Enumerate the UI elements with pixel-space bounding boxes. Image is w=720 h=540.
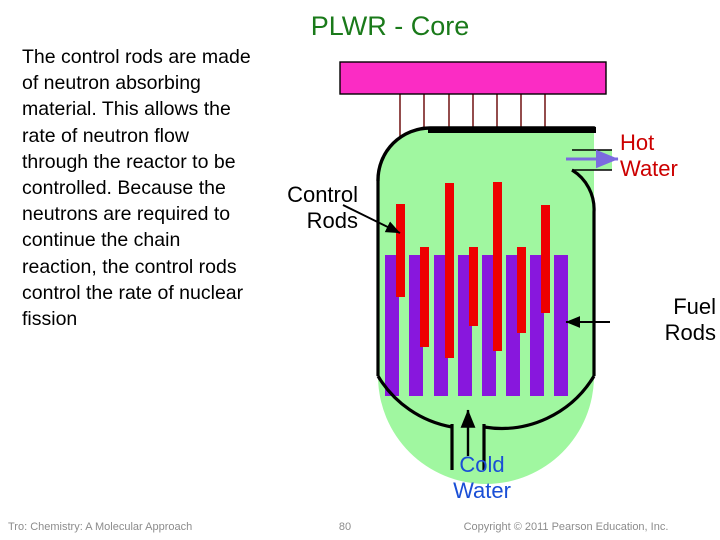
control-rod: [517, 247, 526, 333]
vessel-outline-bottom-left: [376, 375, 453, 429]
label-fuel-rods: Fuel Rods: [664, 294, 716, 345]
control-rod: [420, 247, 429, 347]
vessel-outline-bottom-right: [483, 375, 596, 431]
control-rod: [493, 182, 502, 351]
vessel-outline-right: [571, 168, 596, 376]
page-title: PLWR - Core: [310, 11, 470, 41]
control-rod-group: [396, 182, 550, 358]
vessel-outline-top: [376, 126, 596, 182]
control-rod: [541, 205, 550, 313]
footer-source-citation: Tro: Chemistry: A Molecular Approach: [8, 521, 193, 533]
control-rod-drive-lines: [399, 92, 546, 358]
fuel-rod: [458, 255, 472, 396]
fuel-rod-group: [385, 255, 568, 396]
fuel-rod: [482, 255, 496, 396]
fuel-rod: [530, 255, 544, 396]
control-rod: [445, 183, 454, 358]
hot-water-outlet-nozzle: [570, 150, 612, 170]
vessel-head-plate: [428, 127, 596, 133]
label-cold-water: Cold Water: [453, 452, 511, 503]
hot-water-nozzle-outline: [572, 149, 612, 171]
vessel-coolant-fill: [378, 128, 608, 484]
body-paragraph: The control rods are made of neutron abs…: [22, 46, 251, 331]
control-rod-drive-mechanism: [339, 61, 607, 95]
footer-page-number: 80: [338, 521, 352, 533]
footer-copyright: Copyright © 2011 Pearson Education, Inc.: [463, 521, 669, 533]
label-control-rods: Control Rods: [287, 182, 358, 233]
control-rod: [396, 204, 405, 297]
label-hot-water: Hot Water: [620, 130, 678, 181]
fuel-rod: [554, 255, 568, 396]
fuel-rod: [434, 255, 448, 396]
fuel-rod: [385, 255, 399, 396]
fuel-rod: [409, 255, 423, 396]
control-rod: [469, 247, 478, 326]
fuel-rod: [506, 255, 520, 396]
